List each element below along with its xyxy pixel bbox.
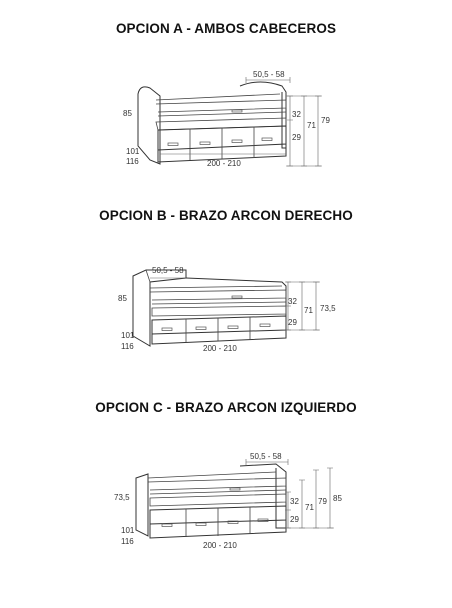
option-a-title: OPCION A - AMBOS CABECEROS bbox=[115, 21, 337, 36]
dim-extra-outer: 85 bbox=[333, 494, 342, 503]
dim-lower: 29 bbox=[290, 515, 299, 524]
dim-inner-total: 71 bbox=[305, 503, 314, 512]
dim-lower: 29 bbox=[288, 318, 297, 327]
bed-drawing-b: 50,5 - 58 85 32 29 71 73,5 101 116 200 -… bbox=[118, 266, 336, 353]
dim-outer-total: 79 bbox=[321, 116, 330, 125]
left-headboard bbox=[137, 86, 161, 165]
dim-seat-width: 50,5 - 58 bbox=[250, 452, 282, 461]
dim-left-height: 73,5 bbox=[114, 493, 130, 502]
dim-depth-a: 101 bbox=[126, 147, 140, 156]
dim-seat-width: 50,5 - 58 bbox=[152, 266, 184, 275]
dim-left-height: 85 bbox=[123, 109, 132, 118]
dim-inner-total: 71 bbox=[304, 306, 313, 315]
option-b-diagram: 50,5 - 58 85 32 29 71 73,5 101 116 200 -… bbox=[0, 258, 452, 418]
option-c-diagram: 50,5 - 58 73,5 32 29 71 79 85 101 116 20… bbox=[0, 448, 452, 608]
dim-depth-b: 116 bbox=[121, 537, 134, 546]
dim-upper: 32 bbox=[290, 497, 299, 506]
dim-outer-total: 73,5 bbox=[320, 304, 336, 313]
option-a-diagram: 50,5 - 58 85 32 29 71 79 101 116 200 - 2… bbox=[0, 60, 452, 220]
bed-drawing-c: 50,5 - 58 73,5 32 29 71 79 85 101 116 20… bbox=[114, 452, 342, 550]
dim-upper: 32 bbox=[288, 297, 297, 306]
dim-depth-a: 101 bbox=[121, 331, 135, 340]
dim-seat-width: 50,5 - 58 bbox=[253, 70, 285, 79]
dim-lower: 29 bbox=[292, 133, 301, 142]
dim-depth-a: 101 bbox=[121, 526, 135, 535]
dim-length: 200 - 210 bbox=[207, 159, 241, 168]
dim-inner-total: 71 bbox=[307, 121, 316, 130]
bed-drawing-a: 50,5 - 58 85 32 29 71 79 101 116 200 - 2… bbox=[123, 70, 330, 168]
left-chest-arm bbox=[132, 269, 187, 347]
dim-depth-b: 116 bbox=[126, 157, 139, 166]
dim-left-height: 85 bbox=[118, 294, 127, 303]
option-b-title: OPCION B - BRAZO ARCON DERECHO bbox=[99, 208, 353, 223]
dim-length: 200 - 210 bbox=[203, 541, 237, 550]
dim-upper: 32 bbox=[292, 110, 301, 119]
dim-length: 200 - 210 bbox=[203, 344, 237, 353]
option-c-title: OPCION C - BRAZO ARCON IZQUIERDO bbox=[95, 400, 357, 415]
dim-outer-total: 79 bbox=[318, 497, 327, 506]
dim-depth-b: 116 bbox=[121, 342, 134, 351]
